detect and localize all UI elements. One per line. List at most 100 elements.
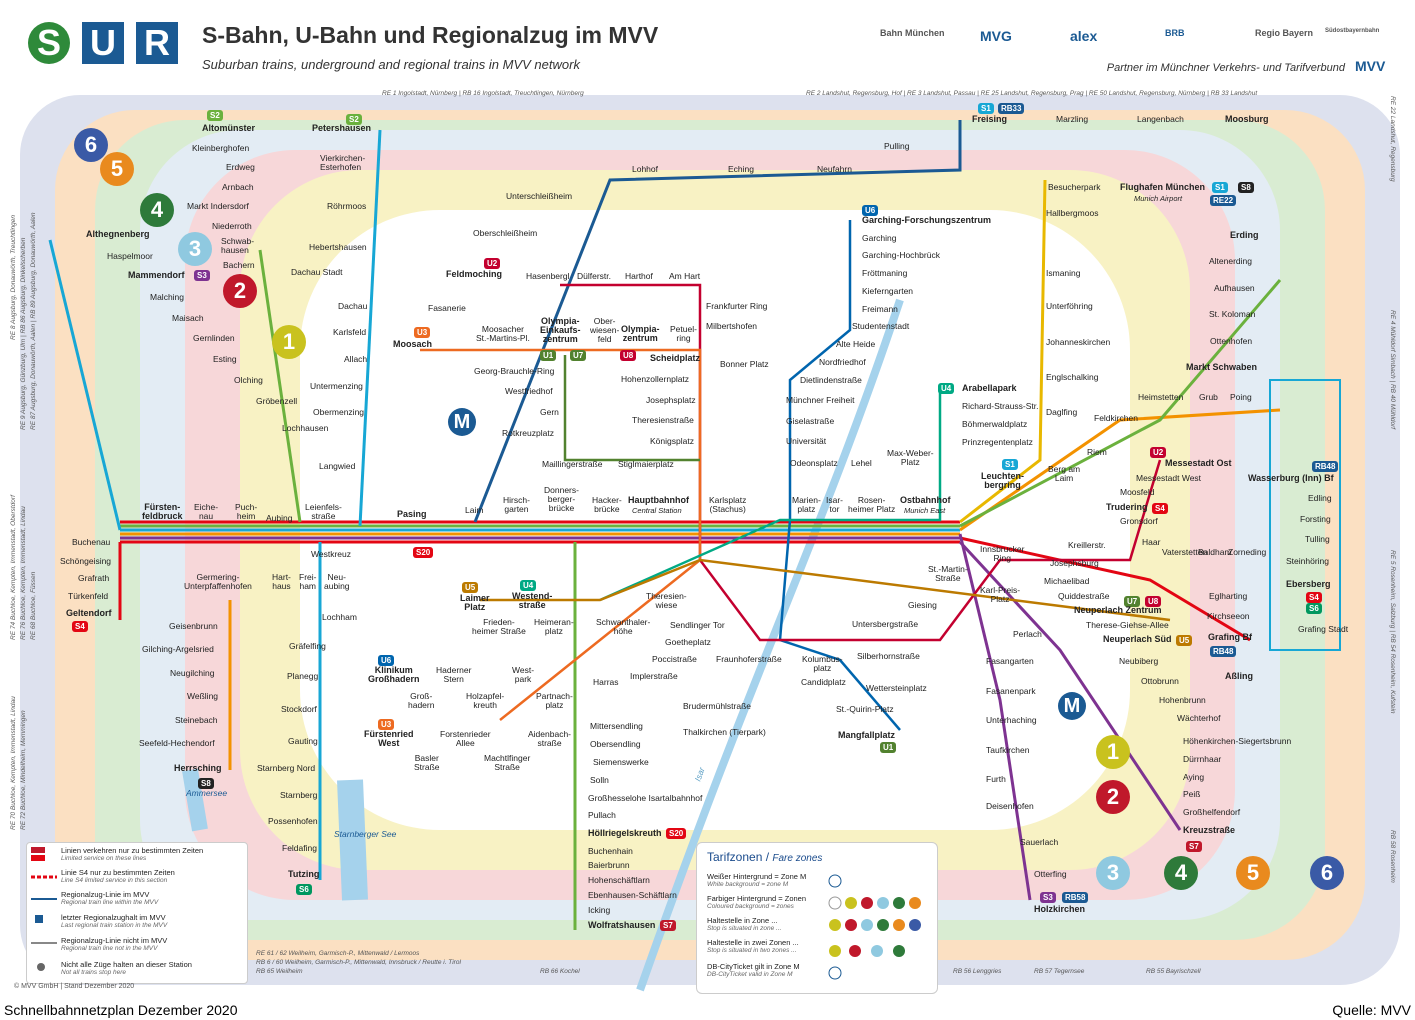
station[interactable]: Neuperlach Süd [1103,634,1172,644]
station[interactable]: Erding [1230,230,1259,240]
station[interactable]: Poing [1230,392,1252,402]
station[interactable]: Lohhof [632,164,658,174]
station[interactable]: Holzapfel- kreuth [466,691,505,710]
station[interactable]: Freimann [862,304,898,314]
station[interactable]: Aßling [1225,671,1253,681]
station[interactable]: Forsting [1300,514,1331,524]
station[interactable]: Messestadt Ost [1165,458,1232,468]
station[interactable]: West- park [512,665,535,684]
station[interactable]: Ottenhofen [1210,336,1253,346]
station[interactable]: Moosach [393,339,433,349]
station[interactable]: Kleinberghofen [192,143,250,153]
station[interactable]: Pasing [397,509,427,519]
station[interactable]: Böhmerwaldplatz [962,419,1028,429]
station[interactable]: Mangfallplatz [838,730,896,740]
station[interactable]: Frei- ham [299,572,317,591]
station[interactable]: Brudermühlstraße [683,701,752,711]
station[interactable]: Possenhofen [268,816,318,826]
station[interactable]: Hart- haus [272,572,291,591]
station[interactable]: Perlach [1013,629,1042,639]
station[interactable]: Thalkirchen (Tierpark) [683,727,766,737]
station[interactable]: Lochhausen [282,423,329,433]
station[interactable]: Fasangarten [986,656,1034,666]
station[interactable]: Otterfing [1034,869,1067,879]
station[interactable]: Garching [862,233,897,243]
station[interactable]: Sauerlach [1020,837,1059,847]
station[interactable]: Universität [786,436,827,446]
station[interactable]: Westfriedhof [505,386,553,396]
station[interactable]: Donners- berger- brücke [544,485,579,513]
station[interactable]: Implerstraße [630,671,678,681]
station[interactable]: Fasanenpark [986,686,1036,696]
station[interactable]: Ostbahnhof [900,495,951,505]
station[interactable]: Prinzregentenplatz [962,437,1033,447]
station[interactable]: Therese-Giehse-Allee [1086,620,1169,630]
station[interactable]: Untermenzing [310,381,363,391]
station[interactable]: Machtlfinger Straße [484,753,531,772]
station[interactable]: Klinikum Großhadern [368,665,420,684]
station[interactable]: Basler Straße [414,753,440,772]
station[interactable]: Freising [972,114,1008,124]
station[interactable]: Feldkirchen [1094,413,1138,423]
station[interactable]: Laimer Platz [460,593,490,612]
station[interactable]: Solln [590,775,609,785]
station[interactable]: Altenerding [1209,256,1253,266]
station[interactable]: Schwab- hausen [221,236,255,255]
station[interactable]: Schöngeising [60,556,112,566]
station[interactable]: Tulling [1305,534,1330,544]
station[interactable]: Isar- tor [826,495,843,514]
station[interactable]: Grafing Stadt [1298,624,1349,634]
station[interactable]: Haderner Stern [436,665,472,684]
station[interactable]: Studentenstadt [852,321,910,331]
station[interactable]: Obersendling [590,739,641,749]
station[interactable]: Giesing [908,600,937,610]
station[interactable]: Lehel [851,458,872,468]
station[interactable]: Untersbergstraße [852,619,919,629]
station[interactable]: Steinhöring [1286,556,1330,566]
station[interactable]: Röhrmoos [327,201,367,211]
station[interactable]: Königsplatz [650,436,694,446]
station[interactable]: Fürsten- feldbruck [142,502,183,521]
station[interactable]: Leienfels- straße [305,502,342,521]
station[interactable]: Hauptbahnhof [628,495,689,505]
station[interactable]: Dürrnhaar [1183,754,1222,764]
station[interactable]: Gernlinden [193,333,235,343]
station[interactable]: Nordfriedhof [819,357,866,367]
station[interactable]: Icking [588,905,611,915]
station[interactable]: Groß- hadern [408,691,435,710]
station[interactable]: Unterschleißheim [506,191,573,201]
station[interactable]: Olympia- zentrum [621,324,660,343]
station[interactable]: Edling [1308,493,1332,503]
station[interactable]: Maillingerstraße [542,459,603,469]
station[interactable]: Alte Heide [836,339,876,349]
station[interactable]: Langenbach [1137,114,1184,124]
station[interactable]: Fürstenried West [364,729,414,748]
station[interactable]: Eching [728,164,754,174]
station[interactable]: Josephsburg [1050,558,1099,568]
station[interactable]: Kreuzstraße [1183,825,1236,835]
station[interactable]: Neufahrn [817,164,852,174]
station[interactable]: Westkreuz [311,549,351,559]
station[interactable]: Giselastraße [786,416,835,426]
station[interactable]: Steinebach [175,715,218,725]
station[interactable]: Tutzing [288,869,320,879]
station[interactable]: Dachau [338,301,368,311]
station[interactable]: St.-Martin- Straße [928,564,968,583]
station[interactable]: Neuperlach Zentrum [1074,605,1162,615]
station[interactable]: Fraunhoferstraße [716,654,782,664]
station[interactable]: Rotkreuzplatz [502,428,554,438]
station[interactable]: Ismaning [1046,268,1081,278]
station[interactable]: Englschalking [1046,372,1099,382]
station[interactable]: Erdweg [226,162,255,172]
station[interactable]: Innsbrucker Ring [980,544,1025,563]
station[interactable]: Berg am Laim [1048,464,1081,483]
station[interactable]: Karlsfeld [333,327,367,337]
station[interactable]: Goetheplatz [665,637,711,647]
station[interactable]: Arnbach [222,182,254,192]
station[interactable]: Höhenkirchen-Siegertsbrunn [1183,736,1292,746]
station[interactable]: Weßling [187,691,219,701]
station[interactable]: Karlsplatz (Stachus) [709,495,747,514]
station[interactable]: Schwanthaler- höhe [596,617,651,636]
station[interactable]: Planegg [287,671,319,681]
station[interactable]: Partnach- platz [536,691,573,710]
